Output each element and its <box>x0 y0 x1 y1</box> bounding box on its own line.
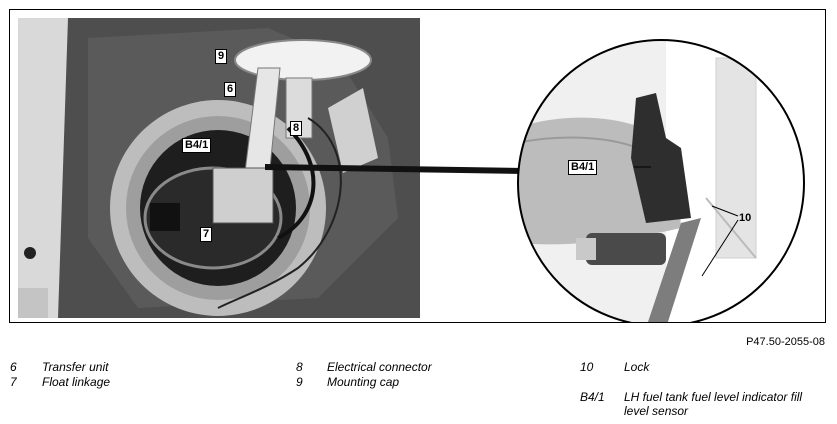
callout-10: 10 <box>739 212 752 224</box>
legend-number: 8 <box>296 360 303 374</box>
legend-number: 7 <box>10 375 17 389</box>
legend-text: Electrical connector <box>327 360 432 374</box>
legend-number: 10 <box>580 360 594 374</box>
legend-text: Mounting cap <box>327 375 400 389</box>
legend-text: Float linkage <box>42 375 111 389</box>
figure-code: P47.50-2055-08 <box>746 336 825 348</box>
callout-8: 8 <box>290 121 303 136</box>
legend-item: 7 Float linkage <box>10 375 232 389</box>
legend-text: Lock <box>624 360 650 374</box>
figure-frame: 9 6 8 B4/1 7 <box>9 9 826 323</box>
callout-b41-detail: B4/1 <box>568 160 598 175</box>
legend-text: Transfer unit <box>42 360 109 374</box>
callout-9: 9 <box>215 49 228 64</box>
legend-number: 6 <box>10 360 17 374</box>
callout-6: 6 <box>224 82 237 97</box>
legend-item: 10 Lock <box>580 360 814 374</box>
legend-number: B4/1 <box>580 390 605 404</box>
legend-item: 9 Mounting cap <box>296 375 517 389</box>
callout-connector-line <box>265 164 525 174</box>
legend-item: 8 Electrical connector <box>296 360 517 374</box>
legend-item: 6 Transfer unit <box>10 360 232 374</box>
legend-item: B4/1 LH fuel tank fuel level indicator f… <box>580 390 824 418</box>
legend-number: 9 <box>296 375 303 389</box>
callout-b41-main: B4/1 <box>182 138 212 153</box>
detail-circle-photo: B4/1 10 <box>516 38 806 322</box>
callout-7: 7 <box>200 227 213 242</box>
legend-text: LH fuel tank fuel level indicator fill l… <box>624 390 803 418</box>
